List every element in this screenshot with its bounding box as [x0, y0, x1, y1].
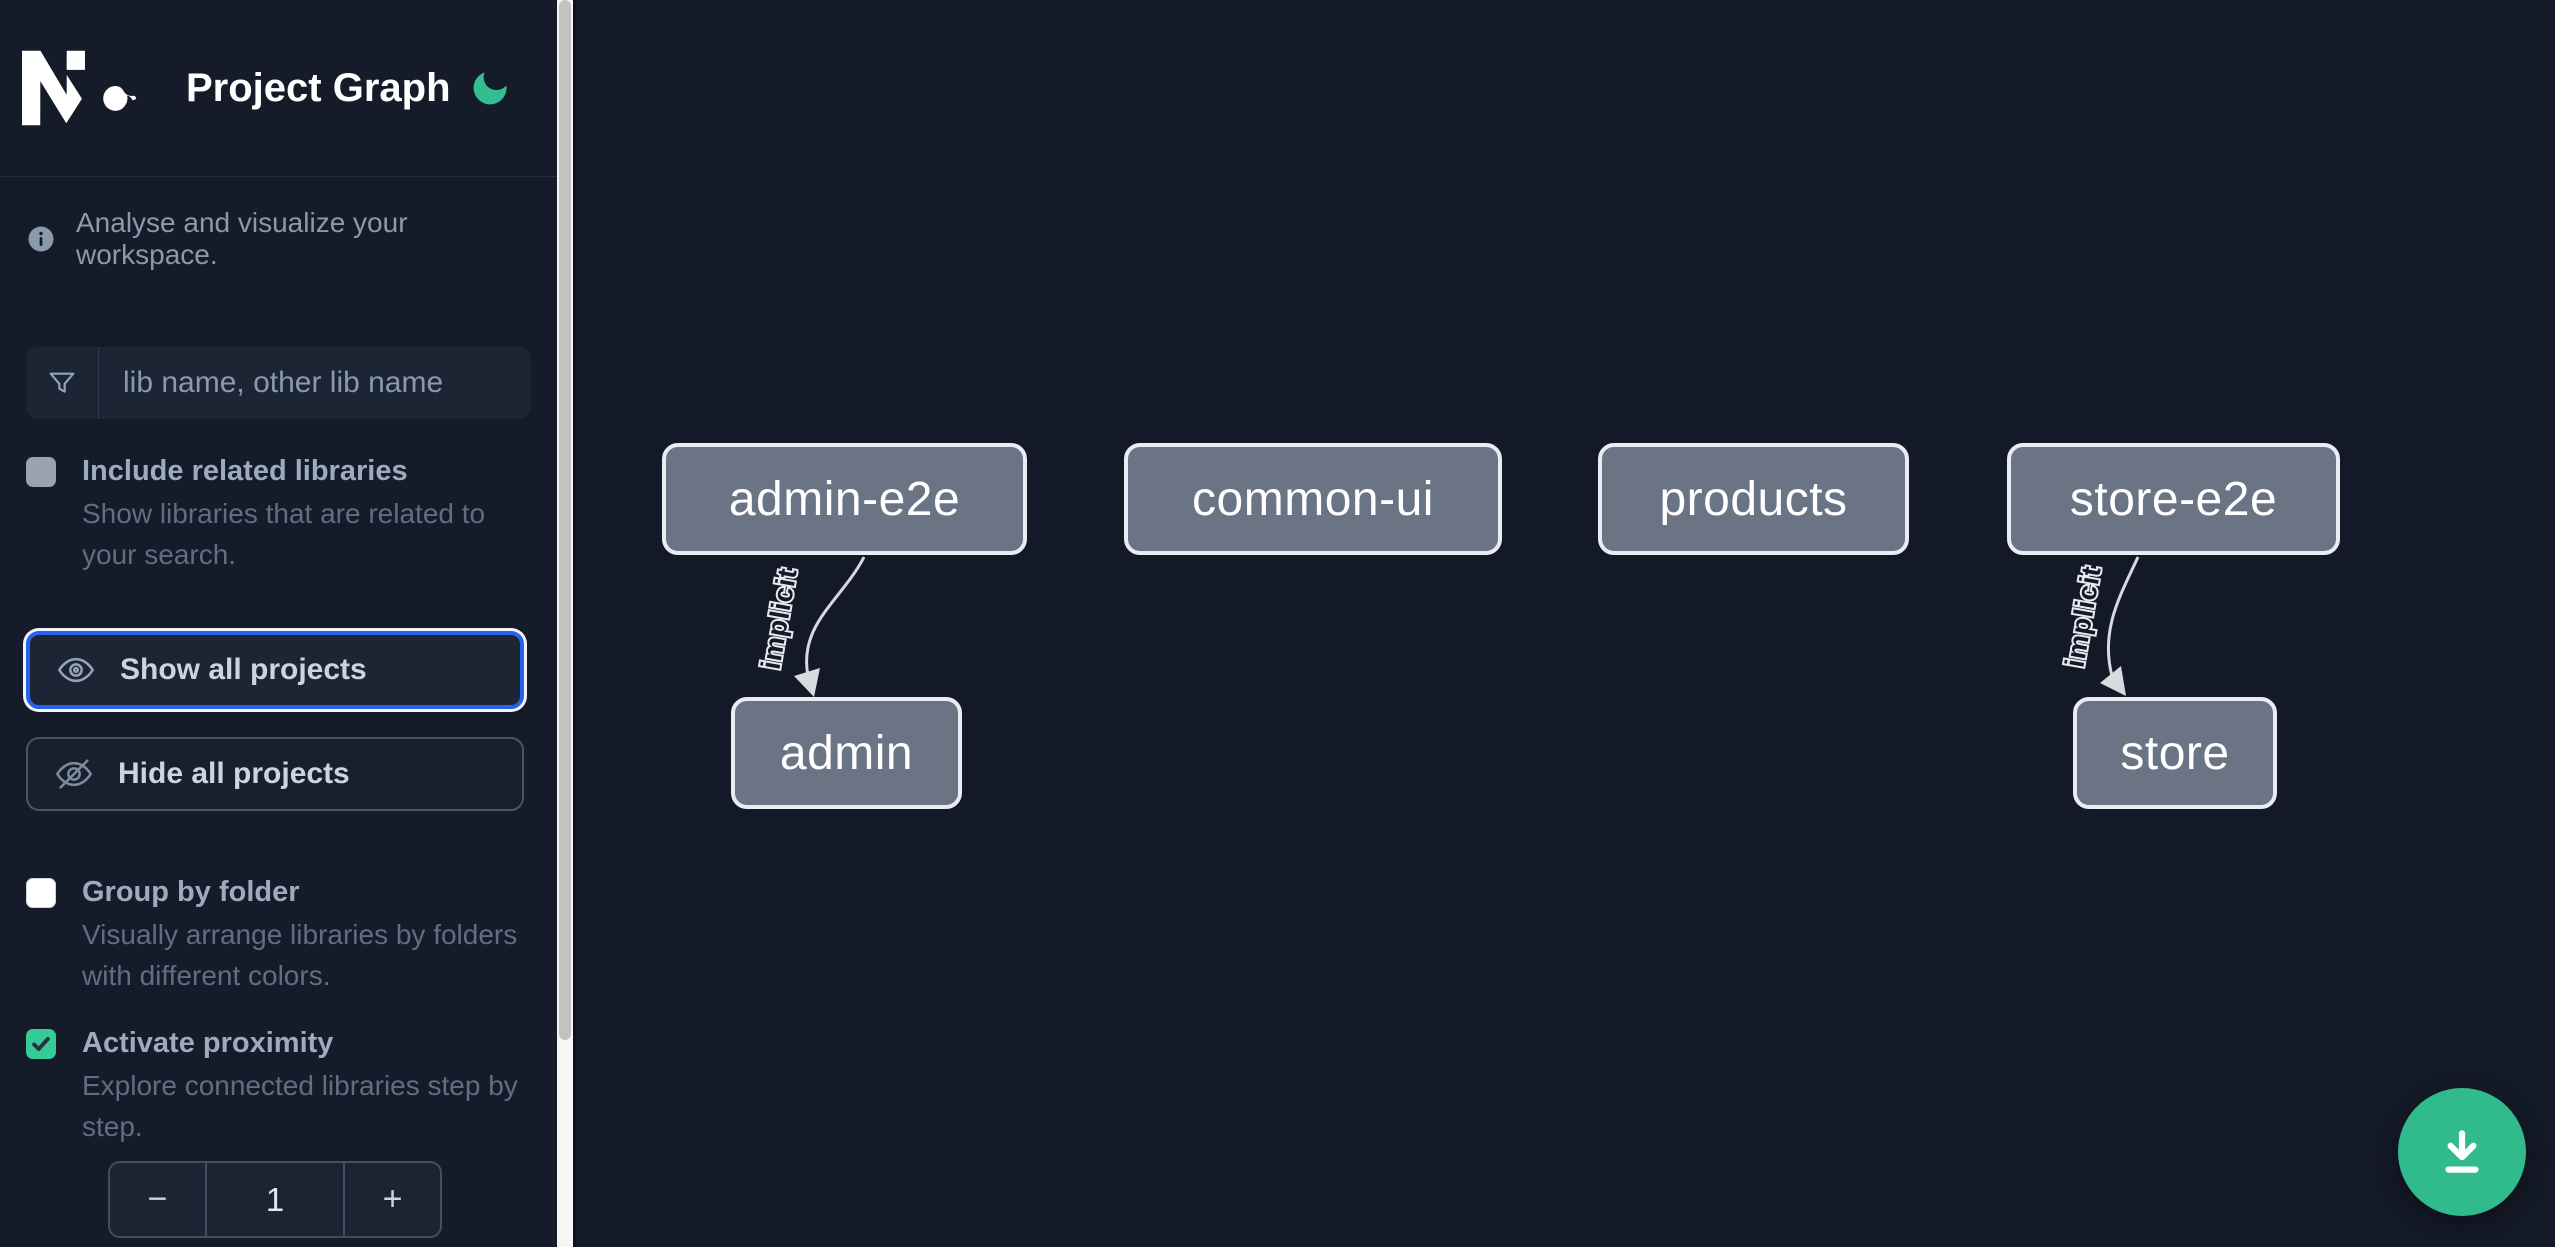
graph-node-admin[interactable]: admin: [731, 697, 962, 809]
page-title: Project Graph: [186, 65, 451, 110]
show-all-projects-button[interactable]: Show all projects: [26, 631, 524, 709]
nx-logo-icon: [22, 50, 137, 126]
activate-proximity-description: Explore connected libraries step by step…: [82, 1070, 518, 1142]
group-by-folder-description: Visually arrange libraries by folders wi…: [82, 919, 518, 991]
include-related-row: Include related libraries Show libraries…: [26, 454, 547, 575]
eye-off-icon: [56, 759, 92, 789]
hide-all-projects-button[interactable]: Hide all projects: [26, 737, 524, 811]
tagline-text: Analyse and visualize your workspace.: [76, 207, 408, 270]
activate-proximity-label: Activate proximity: [82, 1027, 334, 1059]
funnel-icon: [26, 347, 99, 419]
sidebar-scrollbar: [557, 0, 573, 1247]
proximity-depth-value: 1: [265, 1180, 285, 1218]
increment-button[interactable]: +: [343, 1163, 440, 1236]
activate-proximity-checkbox[interactable]: [26, 1029, 56, 1059]
graph-node-store-e2e[interactable]: store-e2e: [2007, 443, 2340, 555]
filter-box: [26, 347, 531, 419]
moon-icon: [473, 72, 507, 105]
download-icon: [2445, 1130, 2479, 1173]
graph-node-admin-e2e[interactable]: admin-e2e: [662, 443, 1027, 555]
decrement-button[interactable]: −: [110, 1163, 207, 1236]
edge-label-implicit: implicit: [755, 565, 802, 671]
show-all-projects-label: Show all projects: [120, 653, 367, 686]
filter-input[interactable]: [99, 347, 531, 419]
hide-all-projects-label: Hide all projects: [118, 757, 350, 790]
checkmark-icon: [32, 1037, 50, 1051]
edge-label-implicit: implicit: [2059, 563, 2106, 669]
include-related-checkbox[interactable]: [26, 457, 56, 487]
sidebar-canvas-divider: [573, 0, 576, 1247]
info-icon: [28, 226, 54, 252]
graph-node-common-ui[interactable]: common-ui: [1124, 443, 1502, 555]
dark-mode-toggle[interactable]: [467, 65, 513, 111]
include-related-description: Show libraries that are related to your …: [82, 498, 486, 570]
group-by-folder-checkbox[interactable]: [26, 878, 56, 908]
proximity-depth-stepper: − 1 +: [108, 1161, 442, 1238]
edge-admin-e2e-admin: implicit: [753, 556, 866, 697]
scrollbar-thumb[interactable]: [559, 0, 571, 1040]
download-graph-button[interactable]: [2398, 1088, 2526, 1216]
tagline-row: Analyse and visualize your workspace.: [26, 207, 531, 271]
sidebar: Project Graph Analyse and visualize your…: [0, 0, 557, 1247]
graph-node-products[interactable]: products: [1598, 443, 1909, 555]
edge-store-e2e-store: implicit: [2057, 556, 2140, 696]
graph-node-store[interactable]: store: [2073, 697, 2277, 809]
group-by-folder-row: Group by folder Visually arrange librari…: [26, 875, 547, 996]
group-by-folder-label: Group by folder: [82, 876, 300, 908]
eye-icon: [58, 657, 94, 683]
activate-proximity-row: Activate proximity Explore connected lib…: [26, 1026, 547, 1147]
sidebar-header: Project Graph: [0, 0, 557, 177]
include-related-label: Include related libraries: [82, 455, 408, 487]
